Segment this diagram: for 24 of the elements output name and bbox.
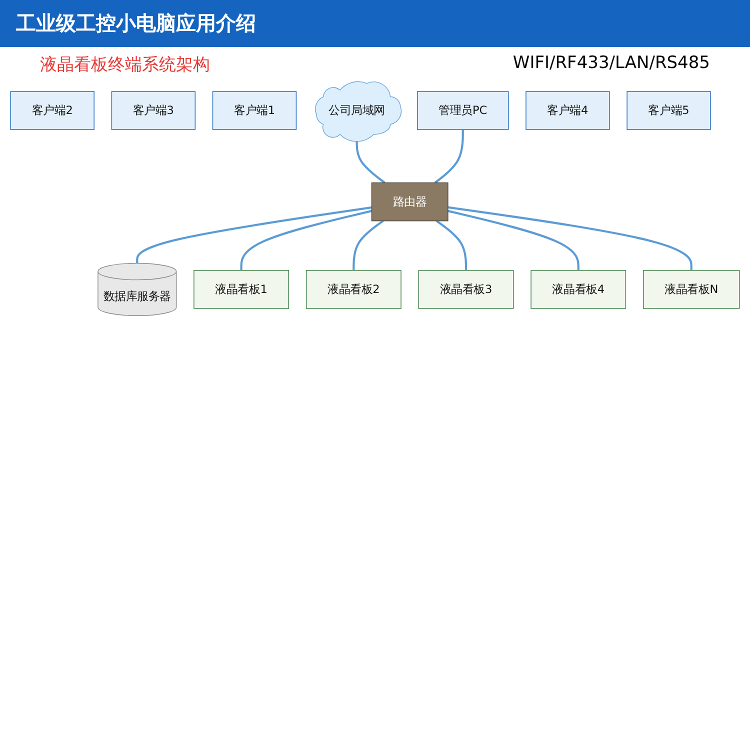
display-panel-node: 液晶看板3 bbox=[418, 270, 514, 309]
connector bbox=[240, 210, 372, 270]
cloud-node: 公司局域网 bbox=[315, 81, 402, 142]
display-panel-node: 液晶看板N bbox=[643, 270, 740, 309]
connector bbox=[136, 206, 372, 264]
router-node: 路由器 bbox=[371, 182, 448, 222]
display-panel-node: 液晶看板1 bbox=[194, 270, 290, 309]
computer-node: 客户端2 bbox=[10, 91, 94, 130]
connector bbox=[356, 140, 386, 184]
computer-node: 客户端1 bbox=[212, 91, 297, 130]
connector bbox=[352, 220, 384, 270]
computer-node: 客户端3 bbox=[111, 91, 196, 130]
computer-node: 客户端4 bbox=[526, 91, 610, 130]
connector bbox=[436, 220, 468, 270]
computer-node: 客户端5 bbox=[626, 91, 711, 130]
connector bbox=[434, 130, 464, 184]
display-panel-node: 液晶看板2 bbox=[306, 270, 402, 309]
connector bbox=[448, 210, 580, 270]
connector bbox=[448, 206, 692, 270]
subtitle: 液晶看板终端系统架构 bbox=[40, 54, 210, 76]
display-panel-node: 液晶看板4 bbox=[530, 270, 626, 309]
computer-node: 管理员PC bbox=[417, 91, 509, 130]
database-node: 数据库服务器 bbox=[98, 262, 177, 316]
note-label: WIFI/RF433/LAN/RS485 bbox=[512, 53, 710, 75]
